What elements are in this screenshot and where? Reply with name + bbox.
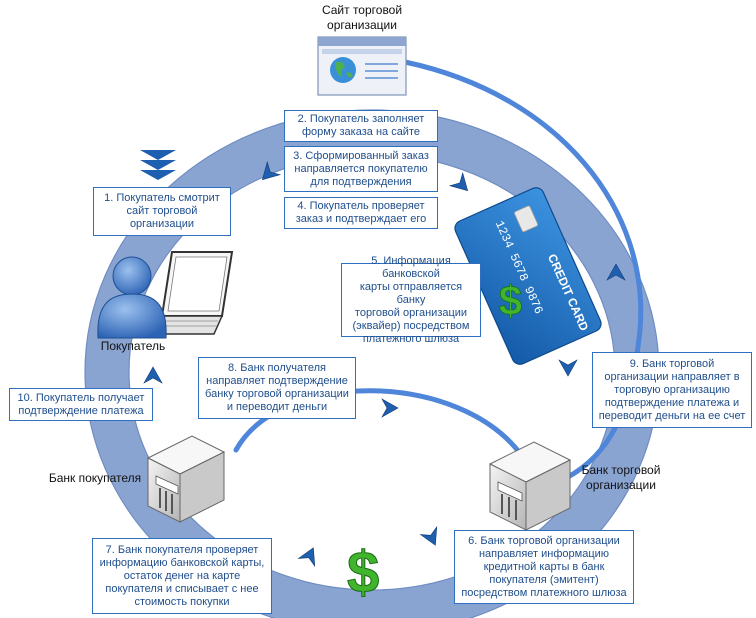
buyer-label: Покупатель (100, 339, 166, 353)
browser-window-icon (317, 36, 407, 96)
dollar-sign-icon: $ (347, 540, 379, 605)
step-10-box: 10. Покупатель получает подтверждение пл… (9, 388, 153, 421)
svg-text:$: $ (499, 277, 522, 324)
triple-down-arrow-icon (140, 150, 176, 180)
step-5-box: 5. Информация банковской карты отправляе… (341, 255, 481, 345)
chevron-arrow-icon (143, 366, 163, 384)
step-4-box: 4. Покупатель проверяет заказ и подтверж… (284, 197, 438, 229)
step-6-box: 6. Банк торговой организации направляет … (454, 530, 634, 604)
merchant-site-label: Сайт торговой организации (321, 3, 403, 32)
step-1-box: 1. Покупатель смотрит сайт торговой орга… (93, 187, 231, 236)
site-to-merchant-bank-line (402, 59, 644, 481)
bank-building-icon (146, 435, 226, 523)
merchant-bank-label: Банк торговой организации (581, 463, 661, 492)
chevron-arrow-icon (261, 160, 282, 181)
chevron-arrow-icon (558, 359, 578, 377)
step-3-box: 3. Сформированный заказ направляется пок… (284, 146, 438, 192)
credit-card-icon: 1234 5678 9876 CREDIT CARD $ (454, 187, 602, 365)
chevron-arrow-icon (297, 547, 316, 568)
user-at-laptop-icon (97, 251, 234, 339)
step-9-box: 9. Банк торговой организации направляет … (592, 352, 752, 428)
chevron-arrow-icon (381, 398, 399, 418)
buyer-bank-label: Банк покупателя (48, 471, 142, 485)
buyer-bank-to-merchant-bank-line (233, 388, 525, 459)
step-8-box: 8. Банк получателя направляет подтвержде… (198, 357, 356, 419)
bank-building-icon (488, 441, 572, 531)
step-7-box: 7. Банк покупателя проверяет информацию … (92, 538, 272, 614)
chevron-arrow-icon (448, 171, 469, 192)
step-2-box: 2. Покупатель заполняет форму заказа на … (284, 110, 438, 142)
chevron-arrow-icon (419, 525, 438, 546)
chevron-arrow-icon (606, 263, 626, 281)
